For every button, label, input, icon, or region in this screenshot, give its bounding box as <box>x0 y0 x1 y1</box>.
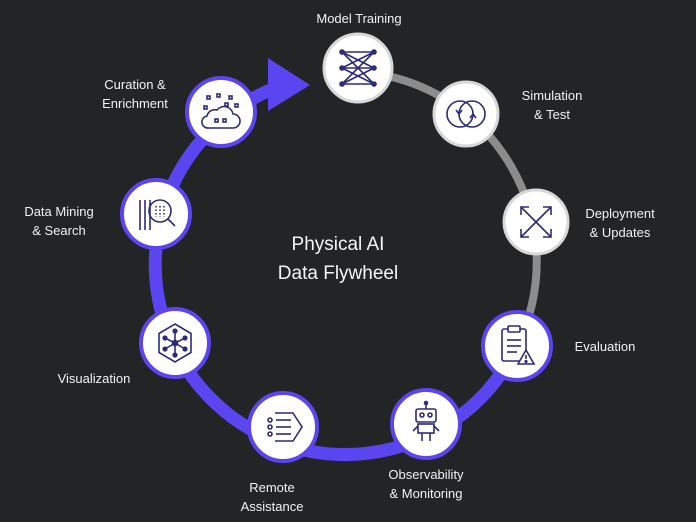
list-arrow-icon <box>267 412 303 442</box>
label-deployment-updates: Deployment & Updates <box>585 206 655 240</box>
flow-arrowhead <box>268 58 310 111</box>
expand-arrows-icon <box>520 206 552 238</box>
label-remote-assistance: Remote Assistance <box>240 480 304 514</box>
clipboard-warning-icon <box>501 325 536 365</box>
hexagon-network-icon <box>158 323 192 363</box>
inactive-arc <box>357 68 541 348</box>
node-visualization <box>139 307 211 379</box>
node-evaluation <box>481 310 553 382</box>
node-remote-assistance <box>247 391 319 463</box>
node-observability-monitoring <box>390 388 462 460</box>
magnify-data-icon <box>139 199 176 230</box>
label-curation-enrichment: Curation & Enrichment <box>102 77 168 111</box>
node-model-training <box>322 32 394 104</box>
node-simulation-test <box>432 80 500 148</box>
node-deployment-updates <box>502 188 570 256</box>
label-data-mining-search: Data Mining & Search <box>24 204 94 238</box>
label-evaluation: Evaluation <box>574 339 636 354</box>
diagram-title: Physical AI Data Flywheel <box>218 230 458 288</box>
cloud-dots-icon <box>201 93 241 129</box>
label-model-training: Model Training <box>316 11 402 26</box>
label-observability-monitoring: Observability & Monitoring <box>388 467 464 501</box>
title-line-1: Physical AI <box>291 234 385 255</box>
label-visualization: Visualization <box>57 371 131 386</box>
title-line-2: Data Flywheel <box>277 263 399 284</box>
robot-icon <box>412 400 440 441</box>
node-data-mining-search <box>120 178 192 250</box>
overlapping-circles-icon <box>446 100 486 128</box>
neural-network-icon <box>339 49 377 87</box>
node-curation-enrichment <box>185 76 257 148</box>
label-simulation-test: Simulation & Test <box>521 88 583 122</box>
